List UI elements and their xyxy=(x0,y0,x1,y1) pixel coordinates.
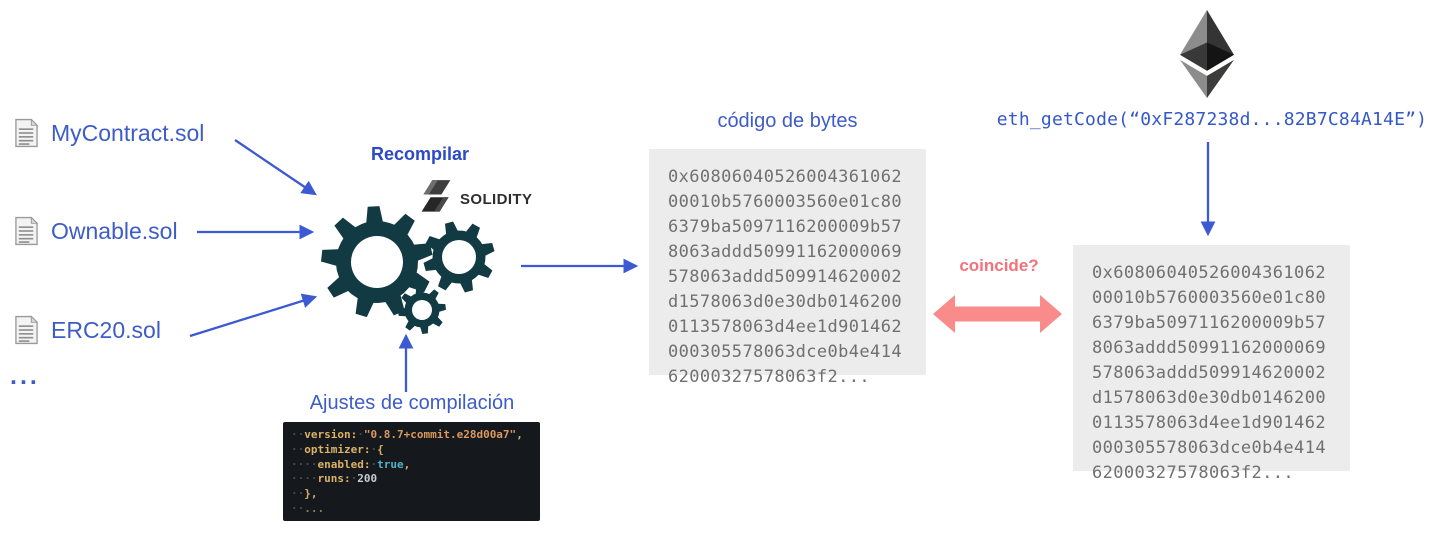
gear-medium xyxy=(423,221,495,293)
source-file-row: Ownable.sol xyxy=(14,214,178,248)
recompiled-bytecode-box: 0x60806040526004361062 00010b5760003560e… xyxy=(649,149,926,387)
settings-title: Ajustes de compilación xyxy=(309,392,515,414)
document-icon xyxy=(15,216,39,246)
more-files-ellipsis: ... xyxy=(10,362,40,390)
document-icon xyxy=(15,118,39,148)
arrow-mycontract-to-compiler xyxy=(234,139,317,196)
document-icon xyxy=(15,315,39,345)
gears-icon xyxy=(321,206,495,334)
recompiled-bytecode-title: código de bytes xyxy=(717,110,858,132)
solidity-mark-icon xyxy=(421,180,451,212)
solidity-logo: SOLIDITY xyxy=(418,178,532,220)
source-file-label: ERC20.sol xyxy=(51,316,161,343)
source-file-label: MyContract.sol xyxy=(51,119,205,146)
recompile-title: Recompilar xyxy=(370,144,470,164)
gear-small xyxy=(398,286,446,334)
ethereum-logo xyxy=(1180,10,1234,103)
recompiled-bytecode-text: 0x60806040526004361062 00010b5760003560e… xyxy=(668,167,902,387)
onchain-bytecode-text: 0x60806040526004361062 00010b5760003560e… xyxy=(1092,263,1326,483)
arrow-erc20-to-compiler xyxy=(189,293,318,338)
compare-double-arrow xyxy=(933,295,1062,333)
source-file-label: Ownable.sol xyxy=(51,217,178,244)
source-file-row: ERC20.sol xyxy=(14,313,161,347)
match-question-label: coincide? xyxy=(959,256,1039,275)
ethereum-diamond-icon xyxy=(1180,10,1234,98)
source-file-row: MyContract.sol xyxy=(14,116,204,150)
solidity-label: SOLIDITY xyxy=(460,190,533,208)
compiler-settings-code: ··version:·"0.8.7+commit.e28d00a7",··opt… xyxy=(283,422,540,521)
onchain-bytecode-box: 0x60806040526004361062 00010b5760003560e… xyxy=(1073,245,1350,483)
eth-getcode-call: eth_getCode(“0xF287238d...82B7C84A14E”) xyxy=(996,109,1428,130)
gear-large xyxy=(321,206,433,318)
